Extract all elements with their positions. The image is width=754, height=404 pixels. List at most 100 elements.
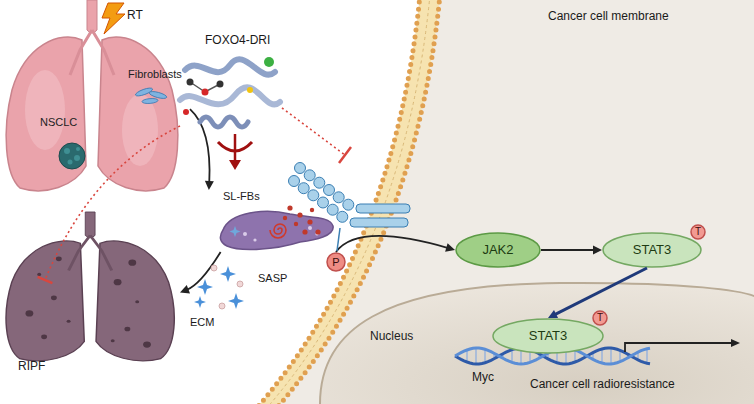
fibrotic-lung-shape bbox=[111, 339, 115, 342]
nucleus-region-shape bbox=[625, 343, 732, 352]
phospho-badge: P bbox=[326, 252, 346, 272]
protein-ellipse-shape bbox=[493, 319, 603, 353]
arrow-head bbox=[445, 243, 455, 252]
modification-badge-shape bbox=[593, 311, 607, 325]
fibroblast-icons bbox=[142, 98, 158, 104]
text-holder: SL-FBs bbox=[223, 190, 260, 203]
senescent-fibroblast-shape bbox=[270, 224, 286, 238]
lung-illustration-shape bbox=[98, 37, 178, 191]
ecm-particles bbox=[228, 293, 244, 309]
radiation-label: RT bbox=[127, 9, 143, 23]
receptor bbox=[337, 228, 340, 251]
sasp-dots bbox=[294, 222, 298, 226]
foxo4-dri-protein bbox=[200, 117, 248, 127]
inhibition-line bbox=[339, 147, 351, 163]
senescent-fibroblast-shape bbox=[253, 238, 256, 241]
arrow-head bbox=[205, 181, 214, 190]
receptor bbox=[298, 183, 309, 194]
node-label: T bbox=[597, 312, 603, 324]
arrow-head bbox=[548, 310, 558, 318]
arrow-head bbox=[180, 285, 190, 293]
receptor bbox=[304, 170, 315, 181]
membrane-label: Cancer cell membrane bbox=[548, 10, 669, 24]
fibrotic-lung-shape bbox=[124, 327, 130, 332]
foxo4-dri-protein bbox=[187, 79, 194, 86]
text-holder: RIPF bbox=[18, 360, 45, 374]
fibrotic-lung-shape bbox=[56, 256, 62, 261]
senescent-fibroblast: SL-FBs bbox=[205, 190, 335, 252]
fibroblast-icons bbox=[149, 90, 168, 100]
lipid-tails bbox=[265, 0, 430, 404]
text-holder: T bbox=[592, 310, 608, 326]
protein-ellipse: STAT3T bbox=[492, 318, 604, 354]
senolytic-symbol bbox=[234, 134, 237, 162]
connector-arrow bbox=[336, 236, 455, 252]
foxo4-dri-protein bbox=[180, 57, 280, 127]
secretome-label: SASP bbox=[258, 272, 287, 285]
inhibition-line bbox=[45, 126, 180, 280]
foxo4-dri-protein bbox=[190, 82, 220, 92]
foxo4-dri-protein bbox=[264, 57, 274, 67]
node-label: T bbox=[695, 226, 701, 238]
sasp-dots bbox=[307, 219, 312, 224]
receptor bbox=[333, 192, 344, 203]
sasp-dots bbox=[310, 208, 314, 212]
fibrotic-lung-shape bbox=[114, 279, 122, 285]
modification-badge-shape bbox=[691, 225, 705, 239]
lipid-heads bbox=[255, 0, 420, 404]
nucleus-region-shape bbox=[455, 348, 650, 364]
node-label: SL-FBs bbox=[223, 190, 260, 203]
matrix-label: ECM bbox=[190, 316, 214, 329]
fibroblast-icons bbox=[135, 86, 168, 104]
receptor bbox=[308, 190, 319, 201]
lung-illustration-shape bbox=[70, 30, 114, 75]
ecm-particles bbox=[237, 281, 243, 287]
fibrotic-lung-shape bbox=[41, 334, 47, 339]
senescent-fibroblast-shape bbox=[230, 226, 241, 237]
radiation-bolt bbox=[102, 3, 125, 34]
text-holder: Nucleus bbox=[370, 330, 413, 344]
node-label: STAT3 bbox=[529, 329, 568, 344]
nucleus-region-shape bbox=[731, 339, 740, 347]
fibrotic-lung: RIPF bbox=[0, 212, 180, 387]
senolytic-symbol bbox=[218, 134, 252, 170]
cytoplasm bbox=[275, 0, 754, 404]
text-holder: T bbox=[690, 224, 706, 240]
fibrotic-lung-shape bbox=[67, 320, 71, 323]
foxo4-dri-protein bbox=[185, 59, 275, 74]
senescent-fibroblast-shape bbox=[315, 232, 318, 235]
lipid-heads bbox=[275, 0, 440, 404]
tumor bbox=[68, 160, 73, 165]
protein-ellipse-shape bbox=[603, 233, 701, 267]
lung-illustration-shape bbox=[87, 0, 97, 33]
ecm-particles bbox=[220, 266, 236, 282]
node-label: P bbox=[332, 256, 339, 269]
connector-line bbox=[541, 249, 595, 251]
connector-line bbox=[187, 252, 221, 290]
receptor bbox=[314, 177, 325, 188]
sasp-dots bbox=[283, 216, 287, 220]
connector-arrow bbox=[541, 246, 602, 255]
connector-line bbox=[190, 109, 210, 183]
fibrotic-lung-shape bbox=[6, 241, 84, 361]
sasp-dots bbox=[302, 229, 307, 234]
receptor bbox=[295, 163, 306, 174]
text-holder: FOXO4-DRI bbox=[205, 34, 270, 48]
senolytic-symbol bbox=[218, 142, 252, 151]
text-holder: P bbox=[326, 252, 346, 272]
text-holder: SASP bbox=[258, 272, 287, 285]
node-label: STAT3 bbox=[633, 243, 672, 258]
connector-arrow bbox=[180, 252, 221, 293]
tumor bbox=[59, 143, 85, 169]
tumor bbox=[76, 147, 80, 151]
text-holder: RT bbox=[127, 9, 143, 23]
lung-illustration-shape bbox=[25, 70, 65, 150]
text-holder: STAT3 bbox=[602, 232, 702, 268]
node-label: Nucleus bbox=[370, 330, 413, 344]
fibrotic-lung-shape bbox=[6, 212, 174, 361]
arrow-head bbox=[593, 246, 602, 255]
ecm-particles bbox=[211, 265, 217, 271]
